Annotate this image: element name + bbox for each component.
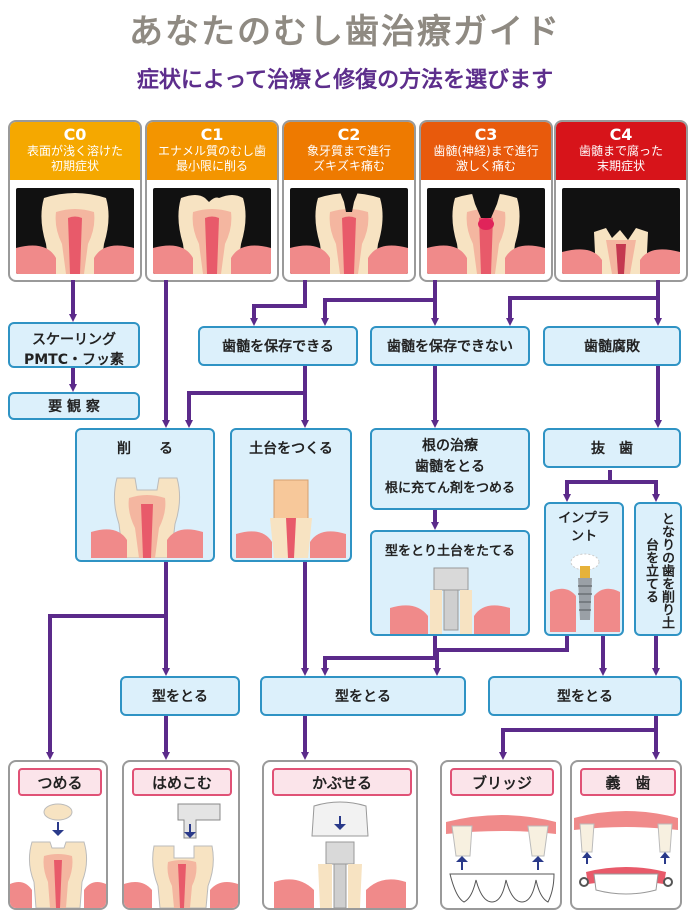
arrow-keep-cut — [185, 366, 307, 428]
mold-box-2: 型をとる — [260, 676, 466, 716]
arrow-post-mold2 — [321, 636, 437, 676]
stage-desc-line1: 象牙質まで進行 — [306, 144, 391, 158]
stage-desc-line2: ズキズキ痛む — [312, 159, 385, 173]
neighbor-label: となりの歯を削り土台を立てる — [643, 511, 674, 629]
stage-desc-line1: 表面が浅く溶けた — [26, 144, 123, 158]
scaling-line1: スケーリング — [32, 332, 116, 348]
stage-code: C0 — [63, 125, 87, 144]
page-title: あなたのむし歯治療ガイド — [129, 12, 561, 52]
cut-tooth-illustration — [91, 477, 203, 558]
arrow-cut-fill — [46, 562, 168, 760]
result-label-denture: 義 歯 — [580, 768, 676, 796]
implant-label: インプラント — [558, 511, 610, 544]
tooth-c0-illustration — [16, 188, 134, 274]
result-card-inlay: はめこむ — [122, 760, 240, 910]
arrow-extract-neighbor — [608, 470, 660, 502]
mold-box-1: 型をとる — [120, 676, 240, 716]
stage-card-c0: C0 表面が浅く溶けた 初期症状 — [8, 120, 142, 282]
pulp-not-box: 歯髄を保存できない — [370, 326, 530, 366]
arrow-extract-implant — [563, 470, 612, 502]
stage-header-c2: C2 象牙質まで進行 ズキズキ痛む — [284, 122, 414, 180]
stage-code: C4 — [609, 125, 633, 144]
stage-card-c4: C4 歯髄まで腐った 末期症状 — [554, 120, 688, 282]
arrow-c2-keep — [250, 280, 307, 326]
mold-post-label: 型をとり土台をたてる — [384, 544, 515, 559]
page-subtitle: 症状によって治療と修復の方法を選びます — [136, 68, 554, 93]
result-card-denture: 義 歯 — [570, 760, 682, 910]
base-label: 土台をつくる — [249, 441, 333, 457]
arrow-implant-mold2 — [433, 636, 569, 676]
mold-post-box: 型をとり土台をたてる — [370, 530, 530, 636]
crown-illustration — [274, 801, 406, 908]
stage-card-c2: C2 象牙質まで進行 ズキズキ痛む — [282, 120, 416, 282]
tooth-c2-illustration — [290, 188, 408, 274]
extract-box: 抜 歯 — [543, 428, 681, 468]
result-card-fill: つめる — [8, 760, 108, 910]
stage-desc-line2: 初期症状 — [50, 159, 99, 173]
root-line3: 根に充てん剤をつめる — [384, 481, 515, 496]
cut-label: 削 る — [117, 441, 173, 457]
stage-desc-line1: エナメル質のむし歯 — [157, 144, 266, 158]
neighbor-box: となりの歯を削り土台を立てる — [634, 502, 682, 636]
observe-box: 要 観 察 — [8, 392, 140, 420]
tooth-c3-illustration — [427, 188, 545, 274]
base-box: 土台をつくる — [230, 428, 352, 562]
stage-header-c3: C3 歯髄(神経)まで進行 激しく痛む — [421, 122, 551, 180]
arrow-mold3-bridge — [499, 716, 658, 760]
stage-header-c4: C4 歯髄まで腐った 末期症状 — [556, 122, 686, 180]
implant-box: インプラント — [544, 502, 624, 636]
result-label-fill: つめる — [18, 768, 102, 796]
root-line1: 根の治療 — [422, 438, 478, 454]
inlay-illustration — [124, 803, 238, 908]
denture-illustration — [574, 811, 678, 895]
result-label-bridge: ブリッジ — [450, 768, 554, 796]
mold-box-3: 型をとる — [488, 676, 682, 716]
base-tooth-illustration — [236, 479, 346, 558]
bridge-illustration — [446, 815, 556, 903]
result-label-crown: かぶせる — [272, 768, 412, 796]
stage-desc-line1: 歯髄まで腐った — [578, 144, 663, 158]
stage-card-c3: C3 歯髄(神経)まで進行 激しく痛む — [419, 120, 553, 282]
stage-code: C3 — [474, 125, 498, 144]
implant-illustration — [550, 553, 620, 632]
stage-code: C2 — [337, 125, 361, 144]
cut-box: 削 る — [75, 428, 215, 562]
fill-illustration — [10, 803, 106, 908]
pulp-keep-box: 歯髄を保存できる — [198, 326, 358, 366]
tooth-c1-illustration — [153, 188, 271, 274]
root-line2: 歯髄をとる — [415, 459, 485, 475]
stage-header-c1: C1 エナメル質のむし歯 最小限に削る — [147, 122, 277, 180]
pulp-rot-box: 歯髄腐敗 — [543, 326, 681, 366]
stage-header-c0: C0 表面が浅く溶けた 初期症状 — [10, 122, 140, 180]
stage-card-c1: C1 エナメル質のむし歯 最小限に削る — [145, 120, 279, 282]
stage-desc-line2: 最小限に削る — [175, 159, 248, 173]
stage-desc-line1: 歯髄(神経)まで進行 — [433, 144, 539, 158]
scaling-box: スケーリング PMTC・フッ素 — [8, 322, 140, 368]
post-illustration — [390, 567, 510, 634]
stage-code: C1 — [200, 125, 224, 144]
root-treatment-box: 根の治療 歯髄をとる 根に充てん剤をつめる — [370, 428, 530, 510]
result-card-bridge: ブリッジ — [440, 760, 562, 910]
tooth-c4-illustration — [562, 188, 680, 274]
result-label-inlay: はめこむ — [132, 768, 232, 796]
result-card-crown: かぶせる — [262, 760, 418, 910]
stage-desc-line2: 末期症状 — [596, 159, 645, 173]
stage-desc-line2: 激しく痛む — [455, 159, 516, 173]
arrow-c3-keep — [321, 280, 437, 326]
arrow-c4-not — [506, 280, 660, 326]
scaling-line2: PMTC・フッ素 — [23, 352, 125, 368]
